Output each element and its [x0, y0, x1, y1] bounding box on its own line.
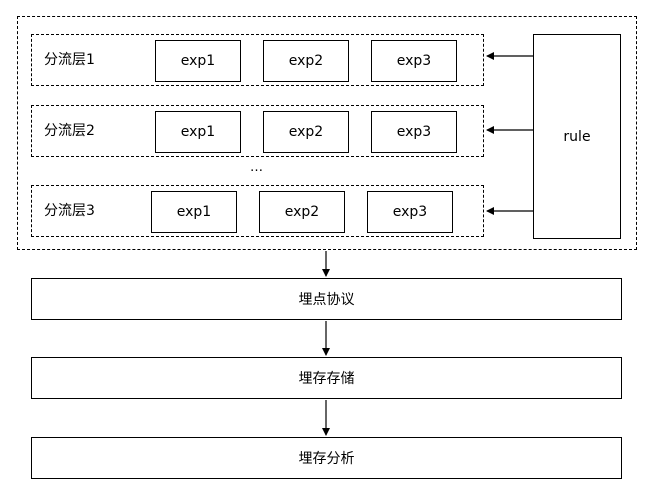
layer-3-exp3[interactable]: exp3	[367, 191, 453, 233]
layer-3-box	[31, 185, 484, 237]
stage-tracking-protocol[interactable]: 埋点协议	[31, 278, 622, 320]
rule-box[interactable]: rule	[533, 34, 621, 239]
layer-1-exp1[interactable]: exp1	[155, 40, 241, 82]
layer-1-exp3[interactable]: exp3	[371, 40, 457, 82]
layer-2-exp2[interactable]: exp2	[263, 111, 349, 153]
layer-3-label: 分流层3	[44, 203, 95, 219]
layer-2-exp3[interactable]: exp3	[371, 111, 457, 153]
stage-storage[interactable]: 埋存存储	[31, 357, 622, 399]
layer-2-box	[31, 105, 484, 157]
layer-2-label: 分流层2	[44, 123, 95, 139]
layer-group-container	[17, 16, 637, 250]
layer-1-label: 分流层1	[44, 52, 95, 68]
layer-2-exp1[interactable]: exp1	[155, 111, 241, 153]
layer-1-exp2[interactable]: exp2	[263, 40, 349, 82]
stage-analysis[interactable]: 埋存分析	[31, 437, 622, 479]
layer-1-box	[31, 34, 484, 86]
layer-3-exp2[interactable]: exp2	[259, 191, 345, 233]
more-layers-ellipsis: …	[250, 160, 264, 175]
layer-3-exp1[interactable]: exp1	[151, 191, 237, 233]
